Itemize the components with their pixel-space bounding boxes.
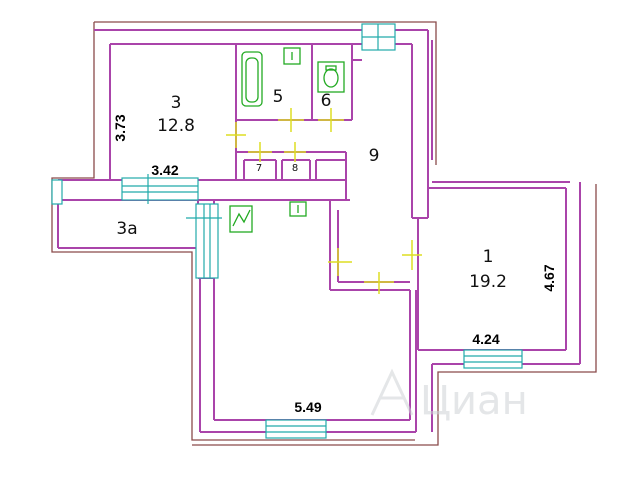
- window-balcony-door: [195, 203, 219, 279]
- door-wc: [318, 108, 344, 132]
- dim-main-width: 5.49: [294, 399, 321, 415]
- room-5-number: 5: [273, 87, 284, 107]
- door-room1: [402, 240, 422, 270]
- room-8-number: 8: [292, 163, 298, 174]
- fixtures: [229, 47, 345, 233]
- room-3-area: 12.8: [157, 116, 195, 136]
- door-entry: [364, 272, 394, 294]
- room-7-number: 7: [256, 163, 262, 174]
- watermark-logo: Циан: [370, 368, 528, 424]
- door-bath: [278, 108, 304, 132]
- watermark-text: Циан: [420, 378, 528, 424]
- door-main: [328, 248, 352, 276]
- window-room3: [121, 177, 199, 201]
- stove-icon: [229, 205, 253, 233]
- room-6-number: 6: [321, 91, 332, 111]
- dimension-labels: 3.73 3.42 4.67 4.24 5.49: [112, 114, 557, 415]
- room-1-area: 19.2: [469, 272, 507, 292]
- window-main: [265, 419, 327, 439]
- dim-room1-width: 4.24: [472, 331, 499, 347]
- bathtub-icon: [241, 51, 263, 107]
- door-room3: [226, 122, 246, 148]
- outer-outline: [51, 21, 597, 446]
- room-9-number: 9: [369, 146, 380, 166]
- watermark-icon: [370, 368, 414, 416]
- room-1-number: 1: [483, 247, 494, 267]
- room-3-number: 3: [171, 93, 182, 113]
- kitchen-sink-icon: [289, 201, 307, 217]
- room-3a-number: 3a: [116, 219, 137, 239]
- sink-icon: [283, 47, 301, 65]
- room-labels: 3 12.8 3a 5 6 7 8 9 1 19.2: [116, 87, 507, 292]
- windows: [51, 23, 523, 439]
- dim-room3-height: 3.73: [112, 114, 128, 141]
- window-balcony: [51, 179, 63, 205]
- toilet-icon: [317, 61, 345, 93]
- window-room1: [463, 349, 523, 369]
- door-7: [248, 142, 272, 162]
- doors: [226, 108, 422, 294]
- dim-room1-height: 4.67: [541, 264, 557, 291]
- door-8: [284, 142, 306, 162]
- dim-room3-width: 3.42: [151, 162, 178, 178]
